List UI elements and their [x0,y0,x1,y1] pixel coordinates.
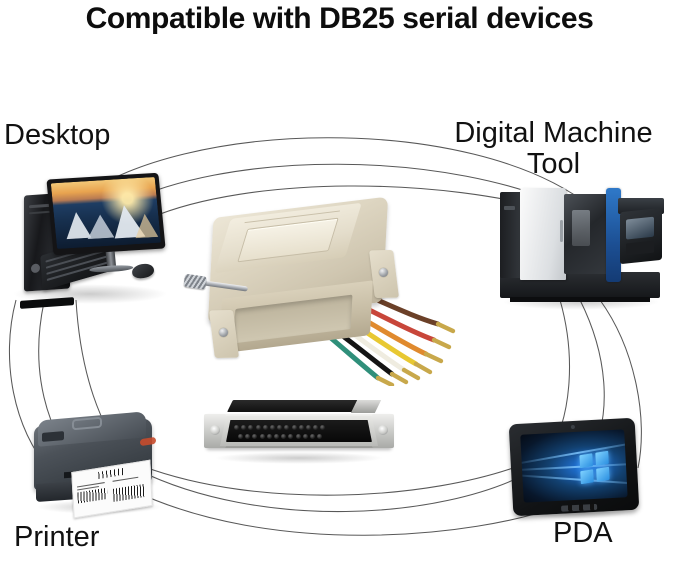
device-pda-tablet [508,417,640,519]
link-printer-pda-lower [131,489,567,536]
windows-logo-icon [579,450,611,485]
cnc-panel-screen [626,216,654,240]
tablet-front-buttons [560,503,598,512]
db25-pin-row-top [234,425,326,430]
wire-crimp-terminals [375,321,456,386]
db25-pin-row-bottom [238,434,323,439]
label-digital-machine-tool: Digital Machine Tool [454,117,653,180]
screw-icon-left [219,328,228,337]
db25-mount-ear-right [372,414,394,448]
wire-green [326,330,381,381]
printer-latch [42,431,64,442]
link-printer-pda-mid [137,469,531,513]
barcode-icon-left [77,487,108,504]
page-title: Compatible with DB25 serial devices [85,2,594,35]
cnc-panel-keypad-icon [626,240,654,256]
screw-icon-right [379,268,388,277]
label-pda: PDA [553,517,613,549]
tablet-chassis [508,417,640,517]
link-printer-pda-upper [141,463,525,496]
label-desktop: Desktop [4,119,111,151]
monitor-icon [46,172,166,274]
product-db25-rj45-adapter [176,196,456,398]
barcode-icon-right [112,483,146,502]
cnc-viewing-window [564,194,610,274]
product-db25-connector [196,392,402,468]
camera-icon [570,424,575,430]
db25-backshell-end [350,400,382,413]
cnc-left-column [500,192,522,278]
db25-shadow [214,452,384,464]
cnc-accent-stripe [606,188,621,282]
mouse-icon [130,262,156,280]
tablet-screen [520,429,628,503]
device-desktop-computer [6,172,178,309]
device-label-printer [26,404,172,519]
mount-hole-icon-right [378,425,388,435]
monitor-screen [50,176,162,250]
cnc-enclosure-door [520,188,566,280]
mount-hole-icon-left [210,425,220,435]
label-printer: Printer [14,521,100,553]
db25-mount-ear-left [204,414,226,448]
cnc-control-panel [620,207,662,265]
wire-black [326,320,395,377]
barcode-icon-top [98,467,125,479]
tower-power-button-icon [31,263,40,274]
printer-brand-logo-icon [139,436,157,447]
device-digital-machine-tool [494,188,670,310]
